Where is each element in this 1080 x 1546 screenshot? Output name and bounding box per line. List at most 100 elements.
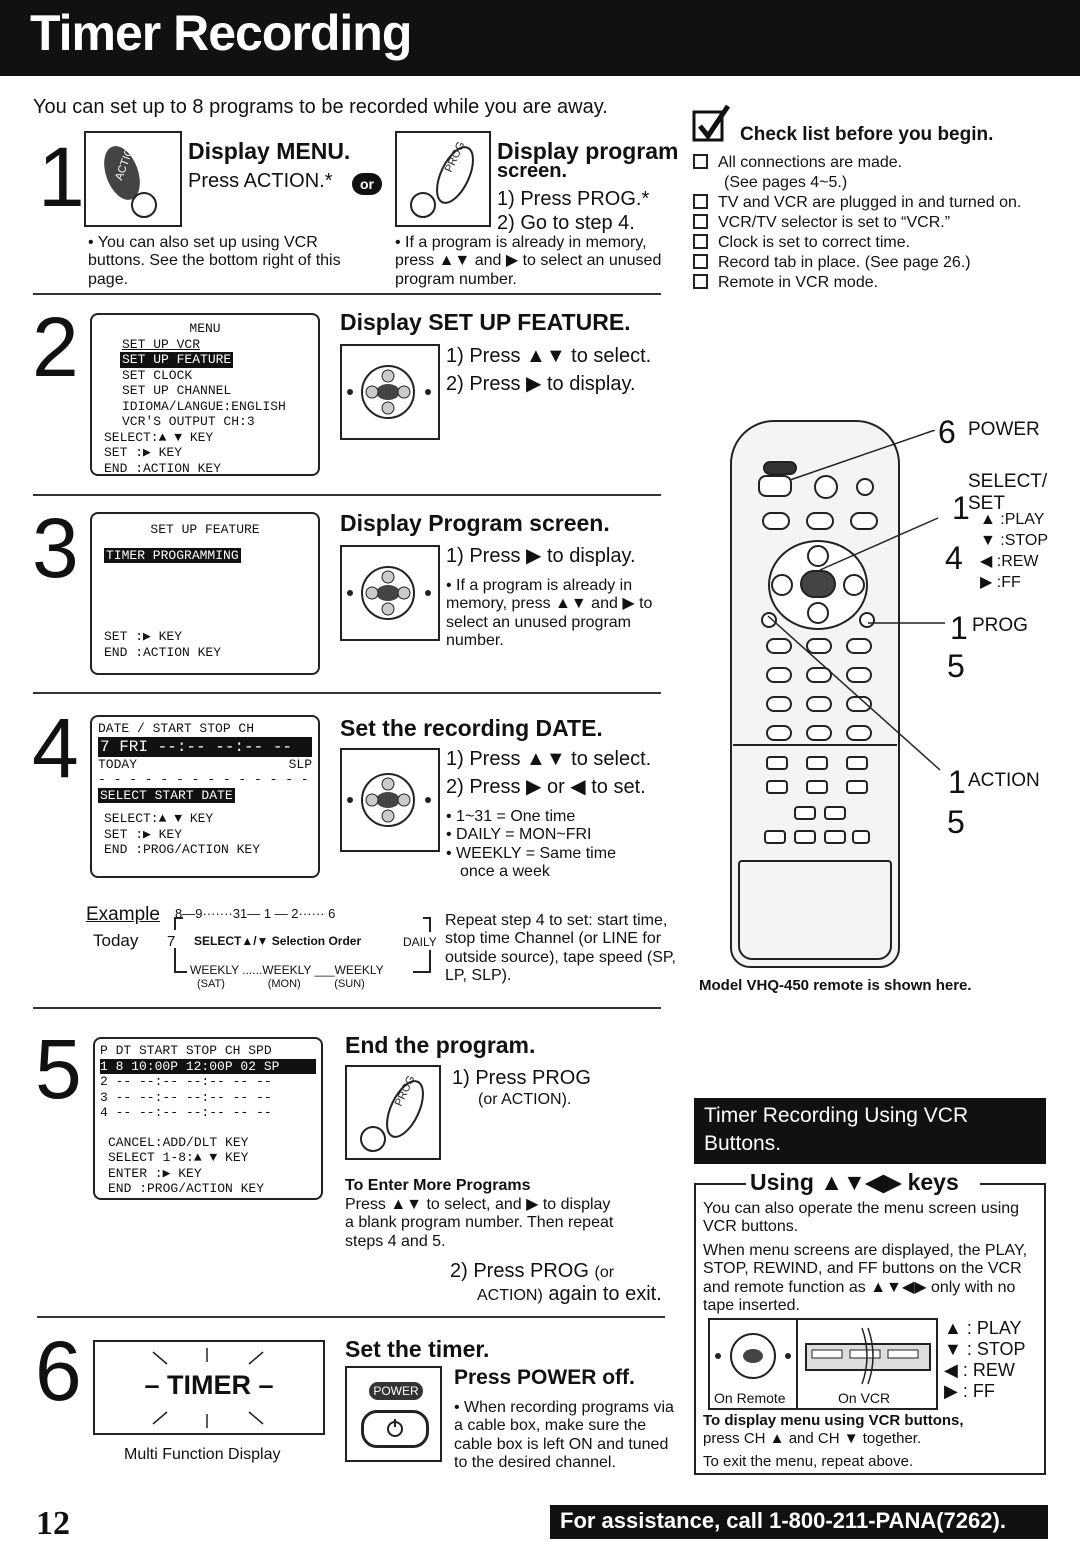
remote-button[interactable] [766, 780, 788, 794]
checkbox-icon [693, 274, 708, 289]
step1-display-menu-head: Display MENU. [188, 138, 351, 164]
step6-head: Set the timer. [345, 1336, 490, 1362]
remote-prog-button[interactable] [859, 612, 875, 628]
checklist-item: All connections are made. [693, 153, 1073, 173]
example-select-order: SELECT▲/▼ Selection Order [194, 934, 362, 948]
remote-key-6[interactable] [846, 667, 872, 683]
checkbox-icon [693, 234, 708, 249]
step1-press-action: Press ACTION.* [188, 170, 333, 192]
vcr-key-legend: ▲ : PLAY ▼ : STOP ◀ : REW ▶ : FF [944, 1318, 1026, 1401]
example-days: (SAT) (MON) (SUN) [197, 978, 365, 990]
remote-key-3[interactable] [846, 638, 872, 654]
power-key-icon [361, 1410, 429, 1448]
checklist-item: Remote in VCR mode. [693, 273, 1073, 293]
remote-label-power: POWER [968, 419, 1040, 440]
checklist-item: Clock is set to correct time. [693, 233, 1073, 253]
example-cycle-arrows [174, 917, 431, 973]
remote-button[interactable] [762, 512, 790, 530]
step1-screen-head: screen. [497, 160, 568, 182]
step4-notes: • 1~31 = One time • DAILY = MON~FRI • WE… [446, 808, 616, 881]
remote-ff-button[interactable] [843, 574, 865, 596]
power-label-pill: POWER [369, 1382, 423, 1400]
remote-button[interactable] [806, 756, 828, 770]
title-bar [0, 0, 1080, 76]
remote-button[interactable] [806, 780, 828, 794]
remote-play-button[interactable] [807, 545, 829, 567]
remote-key-0[interactable] [806, 725, 832, 741]
divider-2 [33, 494, 661, 496]
step5-line2: 2) Press PROG (or [450, 1260, 615, 1282]
example-weekly: WEEKLY ......WEEKLY ___WEEKLY [190, 963, 384, 977]
remote-button[interactable] [764, 830, 786, 844]
remote-key-7[interactable] [766, 696, 792, 712]
remote-add-dlt-button[interactable] [846, 725, 872, 741]
step-number-3: 3 [32, 501, 79, 595]
step-number-2: 2 [32, 300, 79, 394]
step1-note-program: • If a program is already in memory, pre… [395, 234, 662, 288]
step-number-1: 1 [38, 130, 85, 224]
joypad-image [340, 545, 440, 641]
vcr-front-panel-icon [805, 1327, 931, 1385]
on-remote-label: On Remote [714, 1390, 786, 1406]
page-number: 12 [36, 1505, 70, 1542]
checklist-item: (See pages 4~5.) [724, 174, 848, 191]
prog-button-image: PROG [345, 1065, 441, 1160]
vcr-exit: To exit the menu, repeat above. [703, 1453, 914, 1470]
remote-button[interactable] [766, 756, 788, 770]
remote-rew-button[interactable] [771, 574, 793, 596]
remote-rec-button[interactable] [852, 830, 870, 844]
step5-line1: 1) Press PROG [452, 1067, 591, 1089]
remote-cover [738, 860, 892, 960]
remote-button[interactable] [794, 830, 816, 844]
remote-key-2[interactable] [806, 638, 832, 654]
remote-eject-button[interactable] [814, 475, 838, 499]
remote-power-key-icon[interactable] [758, 475, 792, 497]
step2-head: Display SET UP FEATURE. [340, 309, 631, 335]
joypad-image [340, 344, 440, 440]
checklist-item: Record tab in place. (See page 26.) [693, 253, 1073, 273]
remote-action-button[interactable] [761, 612, 777, 628]
vcr-p1: You can also operate the menu screen usi… [703, 1200, 1020, 1236]
multi-function-display: – TIMER – [93, 1340, 325, 1435]
step2-line1: 1) Press ▲▼ to select. [446, 345, 652, 367]
example-sequence: 8—9·······31— 1 — 2······ 6 [175, 906, 336, 921]
remote-key-8[interactable] [806, 696, 832, 712]
remote-button[interactable] [824, 806, 846, 820]
remote-label-select-set: SELECT/ SET [968, 471, 1048, 514]
step1-note-vcr: • You can also set up using VCR buttons.… [88, 234, 341, 288]
divider-5 [37, 1316, 665, 1318]
remote-control-image [730, 420, 900, 968]
step5-line1b: (or ACTION). [478, 1091, 572, 1108]
remote-button[interactable] [850, 512, 878, 530]
remote-button[interactable] [824, 830, 846, 844]
remote-display-button[interactable] [856, 478, 874, 496]
remote-key-4[interactable] [766, 667, 792, 683]
remote-label-action-num2: 5 [947, 804, 965, 840]
action-button-image: ACTION [84, 131, 182, 227]
remote-key-5[interactable] [806, 667, 832, 683]
checkbox-icon [693, 254, 708, 269]
remote-key-100[interactable] [766, 725, 792, 741]
remote-label-action: ACTION [968, 770, 1040, 791]
remote-label-prog-num2: 5 [947, 648, 965, 684]
remote-button[interactable] [806, 512, 834, 530]
checkbox-icon [693, 214, 708, 229]
remote-power-button[interactable] [763, 461, 797, 475]
remote-set-button[interactable] [800, 570, 836, 598]
remote-button[interactable] [846, 780, 868, 794]
remote-key-1[interactable] [766, 638, 792, 654]
remote-button[interactable] [846, 756, 868, 770]
page-title: Timer Recording [30, 5, 412, 61]
timer-display-text: – TIMER – [144, 1370, 274, 1400]
step4-line1: 1) Press ▲▼ to select. [446, 748, 652, 770]
step-number-5: 5 [35, 1022, 82, 1116]
example-daily: DAILY [403, 935, 437, 949]
remote-button[interactable] [794, 806, 816, 820]
on-vcr-label: On VCR [838, 1390, 891, 1406]
assistance-banner: For assistance, call 1-800-211-PANA(7262… [550, 1505, 1048, 1539]
intro-text: You can set up to 8 programs to be recor… [33, 96, 608, 118]
checklist-item: TV and VCR are plugged in and turned on. [693, 193, 1073, 213]
remote-stop-button[interactable] [807, 602, 829, 624]
or-badge: or [352, 173, 382, 195]
step5-head: End the program. [345, 1032, 536, 1058]
